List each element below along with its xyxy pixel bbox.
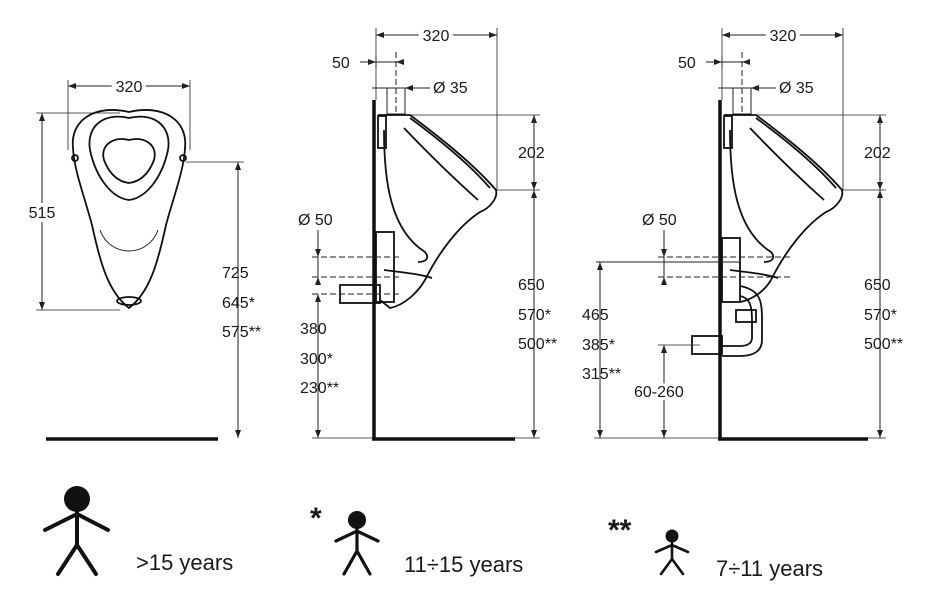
side1-inlet-offset: 50	[332, 55, 350, 72]
side1-width-label: 320	[423, 28, 450, 45]
side-view-1: 320 50 Ø 35 Ø 50 380	[298, 24, 557, 441]
child-figure-icon	[654, 529, 690, 576]
side1-lip-height-3: 500**	[518, 336, 557, 353]
front-view: 320 515 725 645* 575**	[25, 75, 261, 441]
legend-marker-child: **	[608, 514, 632, 547]
side2-outlet-diameter: Ø 50	[642, 212, 677, 229]
legend-label-child: 7÷11 years	[716, 556, 823, 581]
legend-label-teen-text: 11÷15 years	[404, 552, 523, 577]
side2-width-label: 320	[770, 28, 797, 45]
side2-trap-range: 60-260	[634, 384, 684, 401]
side2-lip-height-1: 650	[864, 277, 891, 294]
front-width-label: 320	[116, 79, 143, 96]
side2-outlet-height-2: 385*	[582, 337, 615, 354]
legend: >15 years * 7÷11 years 11÷15 years ** 7÷…	[43, 486, 823, 581]
front-height-label: 515	[29, 205, 56, 222]
side1-outlet-height-3: 230**	[300, 380, 339, 397]
side1-outlet-diameter: Ø 50	[298, 212, 333, 229]
side1-inlet-diameter: Ø 35	[433, 80, 468, 97]
side1-lip-height-1: 650	[518, 277, 545, 294]
front-inlet-height-3: 575**	[222, 324, 261, 341]
side1-top-to-lip: 202	[518, 145, 545, 162]
front-inlet-height-1: 725	[222, 265, 249, 282]
side2-lip-height-2: 570*	[864, 307, 897, 324]
side2-outlet-height-1: 465	[582, 307, 609, 324]
legend-label-adult: >15 years	[136, 550, 233, 575]
adult-figure-icon	[43, 486, 110, 576]
side2-inlet-diameter: Ø 35	[779, 80, 814, 97]
side1-outlet-height-1: 380	[300, 321, 327, 338]
side2-inlet-offset: 50	[678, 55, 696, 72]
side1-outlet-height-2: 300*	[300, 351, 333, 368]
teen-figure-icon	[334, 511, 380, 576]
front-inlet-height-2: 645*	[222, 295, 255, 312]
side2-outlet-height-3: 315**	[582, 366, 621, 383]
side-view-2: 320 50 Ø 35 Ø 50	[582, 24, 903, 441]
side2-lip-height-3: 500**	[864, 336, 903, 353]
side1-lip-height-2: 570*	[518, 307, 551, 324]
side2-top-to-lip: 202	[864, 145, 891, 162]
legend-marker-teen: *	[310, 502, 322, 535]
